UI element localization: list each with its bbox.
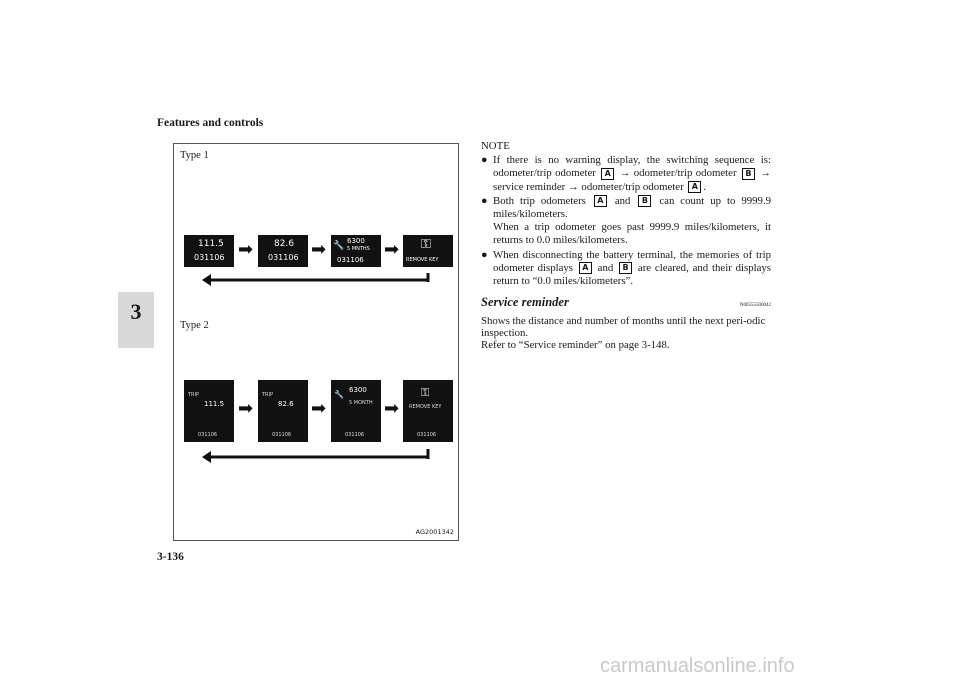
display-top: TRIP	[188, 392, 200, 398]
note-title: NOTE	[481, 140, 510, 152]
type1-display-4: ⚿ REMOVE KEY	[403, 235, 453, 267]
display-value: 82.6	[274, 239, 295, 249]
key-icon: ⚿	[421, 237, 431, 252]
right-arrow-icon: ➡	[238, 239, 254, 260]
box-b-icon: B	[741, 167, 755, 180]
right-arrow-icon: ➡	[238, 398, 254, 419]
display-value: 111.5	[198, 239, 224, 249]
box-b-icon: B	[619, 262, 633, 275]
bullet-icon: ●	[481, 194, 488, 207]
key-icon: ⚿	[421, 386, 430, 399]
type2-display-4: ⚿ REMOVE KEY 031106	[403, 380, 453, 442]
note-bullet: ● If there is no warning display, the sw…	[481, 154, 772, 194]
display-top: TRIP	[262, 392, 274, 398]
bullet-icon: ●	[481, 248, 488, 261]
body-text: Shows the distance and number of months …	[481, 315, 766, 339]
display-remove-key: REMOVE KEY	[406, 257, 439, 263]
bullet-icon: ●	[481, 154, 488, 167]
odometer-figure: Type 1 111.5 031106 ➡ 82.6 031106 ➡ 🔧 63…	[173, 143, 459, 541]
return-arrow	[202, 449, 430, 463]
type2-label: Type 2	[180, 320, 209, 331]
display-odo: 031106	[272, 432, 292, 438]
type2-display-2: TRIP 82.6 031106	[258, 380, 308, 442]
chapter-tab-number: 3	[130, 299, 142, 324]
box-a-icon: A	[578, 262, 592, 275]
display-odo: 031106	[417, 432, 437, 438]
display-odo: 031106	[198, 432, 218, 438]
display-months: 5 MNTHS	[347, 246, 370, 252]
note-block: NOTE ● If there is no warning display, t…	[481, 140, 771, 288]
box-a-icon: A	[593, 195, 607, 208]
display-value: 6300	[349, 386, 367, 394]
display-value: 6300	[347, 237, 365, 245]
right-arrow-icon: ➡	[311, 239, 327, 260]
display-odo: 031106	[268, 253, 299, 262]
box-a-icon: A	[601, 167, 615, 180]
type1-display-2: 82.6 031106	[258, 235, 308, 267]
type1-label: Type 1	[180, 150, 209, 161]
display-value: 111.5	[204, 400, 225, 408]
display-odo: 031106	[337, 256, 364, 264]
section-header: Features and controls	[157, 117, 264, 129]
figure-code: AG2001342	[415, 528, 454, 536]
type2-display-1: TRIP 111.5 031106	[184, 380, 234, 442]
wrench-icon: 🔧	[334, 390, 344, 399]
body-reference: Refer to “Service reminder” on page 3-14…	[481, 338, 670, 351]
right-arrow-icon: ➡	[311, 398, 327, 419]
display-months: 5 MONTH	[349, 400, 373, 406]
type2-display-3: 🔧 6300 5 MONTH 031106	[331, 380, 381, 442]
right-arrow-icon: ➡	[384, 398, 400, 419]
type1-display-1: 111.5 031106	[184, 235, 234, 267]
note-bullet: ● Both trip odometers A and B can count …	[481, 194, 772, 247]
display-odo: 031106	[345, 432, 365, 438]
display-value: 82.6	[278, 400, 294, 408]
wrench-icon: 🔧	[333, 241, 345, 251]
box-b-icon: B	[638, 195, 652, 208]
display-odo: 031106	[194, 253, 225, 262]
watermark: carmanualsonline.info	[600, 655, 795, 677]
box-a-icon: A	[688, 181, 702, 194]
chapter-tab	[118, 292, 154, 348]
page-number: 3-136	[157, 551, 184, 563]
section-title: Service reminder	[481, 295, 569, 309]
section-code: N00555500042	[739, 303, 771, 308]
service-reminder-body: Shows the distance and number of months …	[481, 315, 771, 351]
service-reminder-heading: Service reminder N00555500042	[481, 293, 771, 311]
display-remove-key: REMOVE KEY	[409, 404, 442, 410]
type1-display-3: 🔧 6300 5 MNTHS 031106	[331, 235, 381, 267]
right-arrow-icon: ➡	[384, 239, 400, 260]
note-bullet: ● When disconnecting the battery termina…	[481, 248, 772, 288]
return-arrow	[202, 273, 430, 286]
